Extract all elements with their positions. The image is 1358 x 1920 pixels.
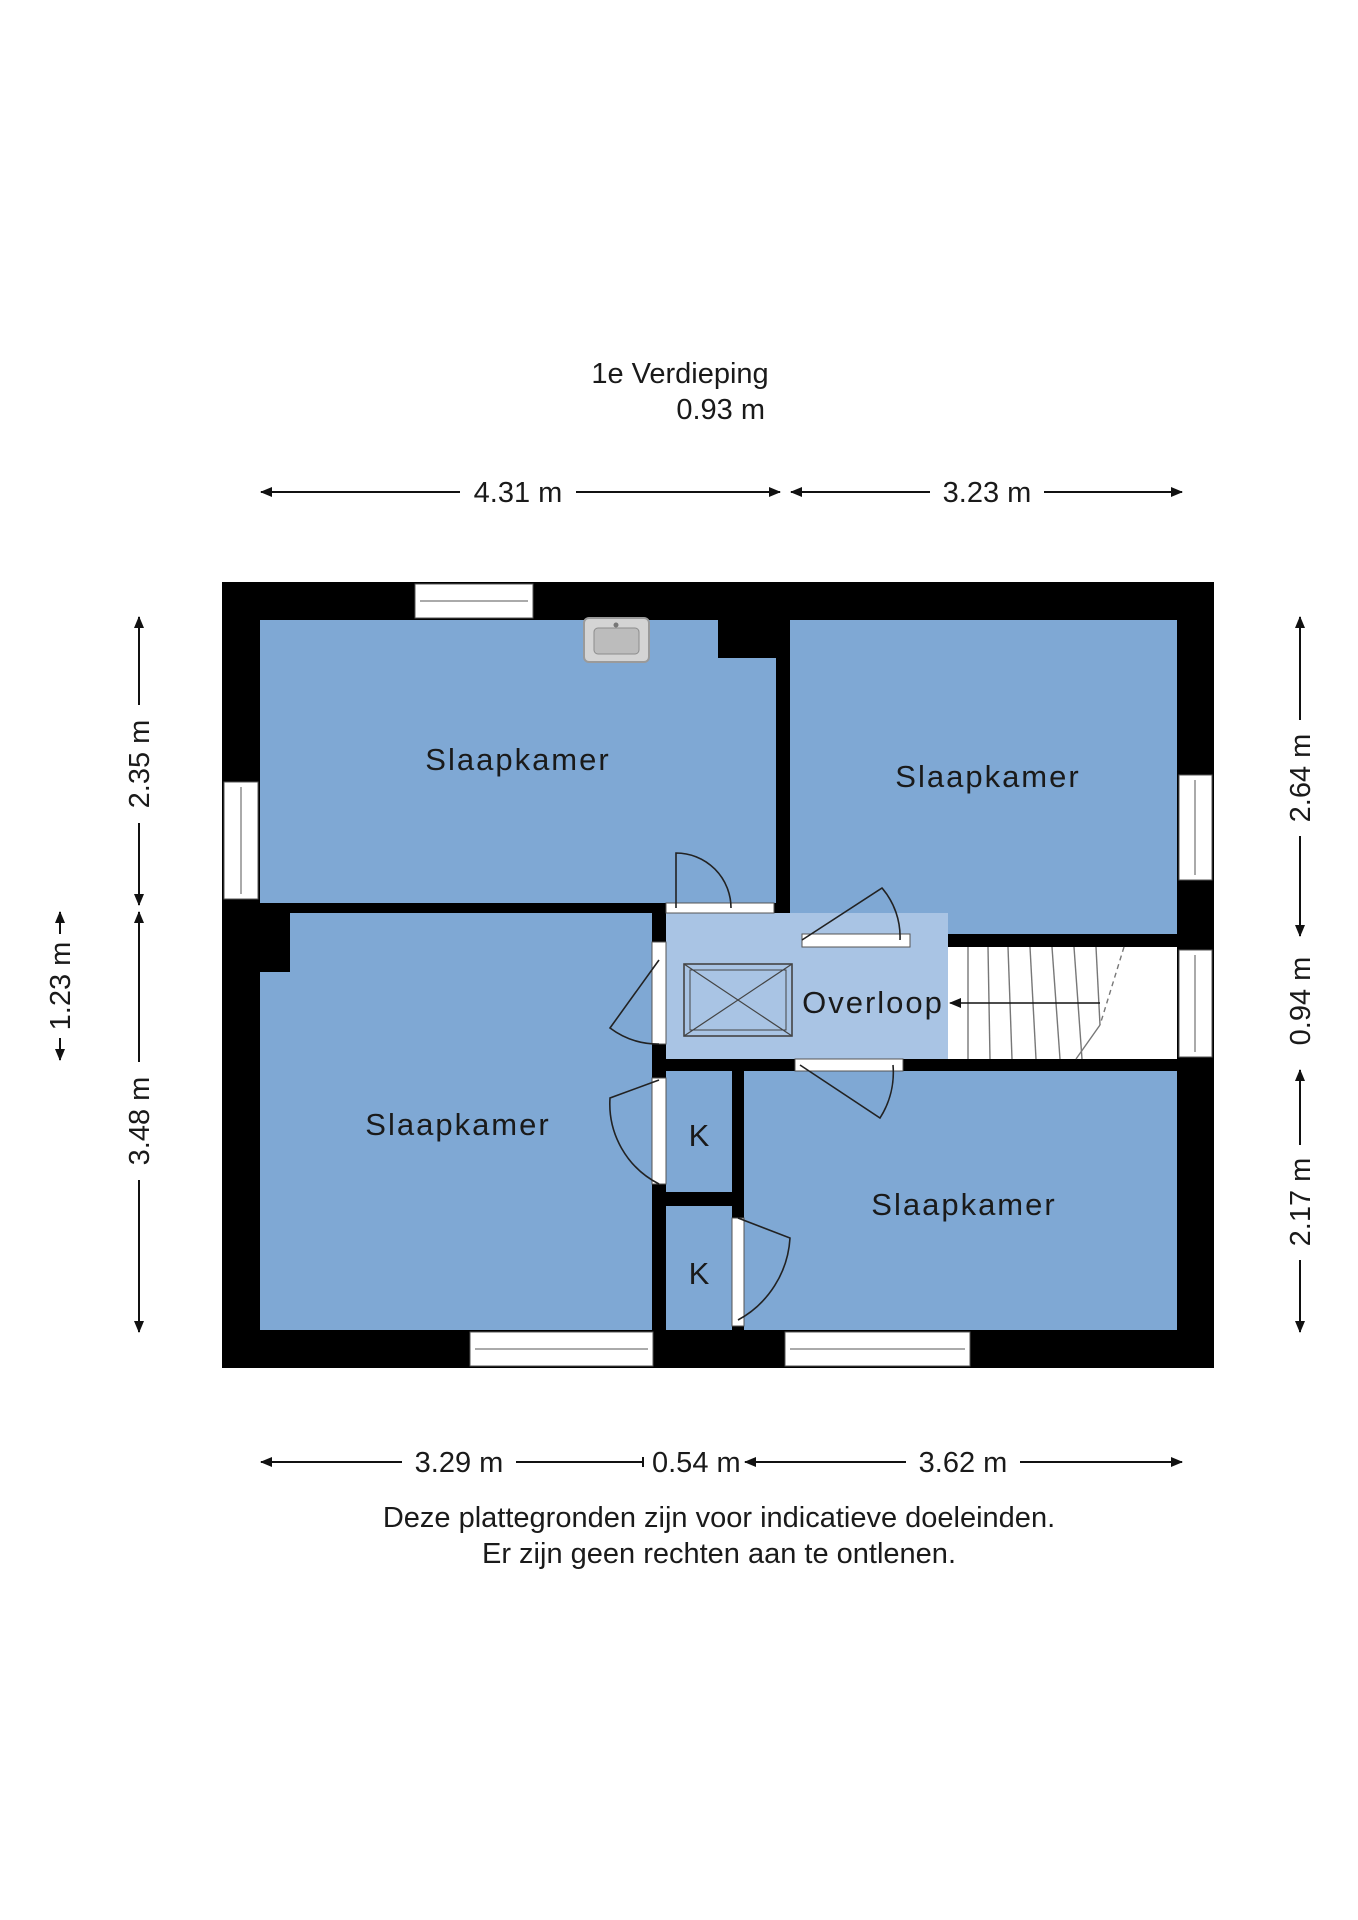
room-label-closet-2: K (689, 1256, 712, 1291)
room-closet-2 (666, 1206, 732, 1330)
disclaimer-line-2: Er zijn geen rechten aan te ontlenen. (482, 1538, 956, 1570)
dimension-left-outer: 1.23 m (45, 911, 77, 1061)
dimension-left-2: 3.48 m (124, 1077, 156, 1166)
room-bedroom-bottom-left (260, 913, 652, 1330)
dimension-right: 2.64 m 0.94 m 2.17 m (1285, 616, 1317, 1333)
room-bedroom-top-left (260, 620, 776, 903)
dimension-bottom-1: 3.29 m (415, 1447, 504, 1479)
dimension-top-2: 3.23 m (943, 477, 1032, 509)
dimension-bottom: 3.29 m 0.54 m 3.62 m (260, 1447, 1183, 1479)
disclaimer-line-1: Deze plattegronden zijn voor indicatieve… (383, 1502, 1055, 1534)
dimension-right-3: 2.17 m (1285, 1158, 1317, 1247)
room-bedroom-bottom-right (744, 1071, 1177, 1330)
doors (608, 852, 911, 1327)
room-bedroom-top-right (790, 620, 1177, 934)
room-label-bedroom-bottom-right: Slaapkamer (871, 1187, 1056, 1222)
staircase (948, 946, 1177, 1060)
floor-height: 0.93 m (676, 394, 765, 426)
dimension-left-1: 2.35 m (124, 720, 156, 809)
room-label-bedroom-top-right: Slaapkamer (895, 759, 1080, 794)
dimension-left-outer-value: 1.23 m (45, 942, 77, 1031)
room-label-bedroom-top-left: Slaapkamer (425, 742, 610, 777)
dimension-bottom-2: 0.54 m (652, 1447, 741, 1479)
skylight-icon (683, 963, 793, 1037)
dimension-bottom-3: 3.62 m (919, 1447, 1008, 1479)
floor-title: 1e Verdieping (591, 358, 768, 390)
windows (223, 583, 1213, 1367)
sink-icon (583, 617, 650, 663)
room-closet-1 (666, 1071, 732, 1192)
dimension-left: 2.35 m 3.48 m (124, 616, 156, 1333)
dimension-right-1: 2.64 m (1285, 734, 1317, 823)
room-label-bedroom-bottom-left: Slaapkamer (365, 1107, 550, 1142)
room-label-landing: Overloop (802, 985, 944, 1020)
dimension-top-1: 4.31 m (474, 477, 563, 509)
room-label-closet-1: K (689, 1118, 712, 1153)
dimension-top: 4.31 m 3.23 m (260, 477, 1183, 509)
dimension-right-2: 0.94 m (1285, 957, 1317, 1046)
